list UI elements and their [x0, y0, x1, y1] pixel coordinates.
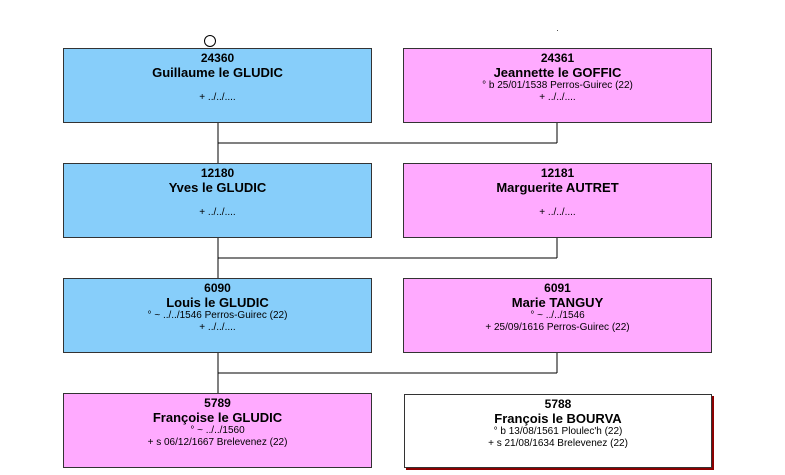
birth-info: ° ~ ../../1546	[530, 310, 585, 321]
birth-info	[64, 195, 371, 207]
birth-info	[404, 195, 711, 207]
death-info: + ../../....	[199, 322, 236, 333]
death-info: + s 06/12/1667 Brelevenez (22)	[147, 437, 288, 448]
person-name: Marguerite AUTRET	[496, 180, 619, 195]
sosa-number: 24360	[200, 51, 235, 65]
person-name: Louis le GLUDIC	[166, 295, 269, 310]
death-info: + ../../....	[539, 92, 576, 103]
person-card-24361[interactable]: 24361 Jeannette le GOFFIC ° b 25/01/1538…	[403, 48, 712, 123]
root-marker-icon	[204, 35, 216, 47]
person-name: Marie TANGUY	[511, 295, 604, 310]
sosa-number: 5788	[544, 397, 572, 411]
death-info: + 25/09/1616 Perros-Guirec (22)	[485, 322, 630, 333]
birth-info: ° ~ ../../1546 Perros-Guirec (22)	[147, 310, 288, 321]
birth-info: ° ~ ../../1560	[190, 425, 245, 436]
person-card-12180[interactable]: 12180 Yves le GLUDIC + ../../....	[63, 163, 372, 238]
birth-info: ° b 13/08/1561 Ploulec'h (22)	[493, 426, 623, 437]
death-info: + ../../....	[539, 207, 576, 218]
person-name: Yves le GLUDIC	[168, 180, 267, 195]
sosa-number: 12181	[540, 166, 575, 180]
person-card-5788[interactable]: 5788 François le BOURVA ° b 13/08/1561 P…	[404, 394, 712, 468]
sosa-number: 6091	[544, 281, 571, 295]
death-info: + s 21/08/1634 Brelevenez (22)	[488, 438, 628, 449]
death-info: + ../../....	[199, 92, 236, 103]
person-card-6091[interactable]: 6091 Marie TANGUY ° ~ ../../1546 + 25/09…	[403, 278, 712, 353]
person-card-6090[interactable]: 6090 Louis le GLUDIC ° ~ ../../1546 Perr…	[63, 278, 372, 353]
death-info: + ../../....	[199, 207, 236, 218]
person-name: Jeannette le GOFFIC	[493, 65, 622, 80]
birth-info: ° b 25/01/1538 Perros-Guirec (22)	[482, 80, 633, 91]
sosa-number: 12180	[200, 166, 235, 180]
person-card-5789[interactable]: 5789 Françoise le GLUDIC ° ~ ../../1560 …	[63, 393, 372, 468]
sosa-number: 6090	[204, 281, 231, 295]
marker-dot	[557, 30, 558, 31]
person-card-12181[interactable]: 12181 Marguerite AUTRET + ../../....	[403, 163, 712, 238]
sosa-number: 24361	[540, 51, 575, 65]
birth-info	[64, 80, 371, 92]
person-name: François le BOURVA	[494, 411, 622, 426]
person-name: Françoise le GLUDIC	[152, 410, 283, 425]
person-name: Guillaume le GLUDIC	[152, 65, 283, 80]
person-card-24360[interactable]: 24360 Guillaume le GLUDIC + ../../....	[63, 48, 372, 123]
sosa-number: 5789	[204, 396, 231, 410]
